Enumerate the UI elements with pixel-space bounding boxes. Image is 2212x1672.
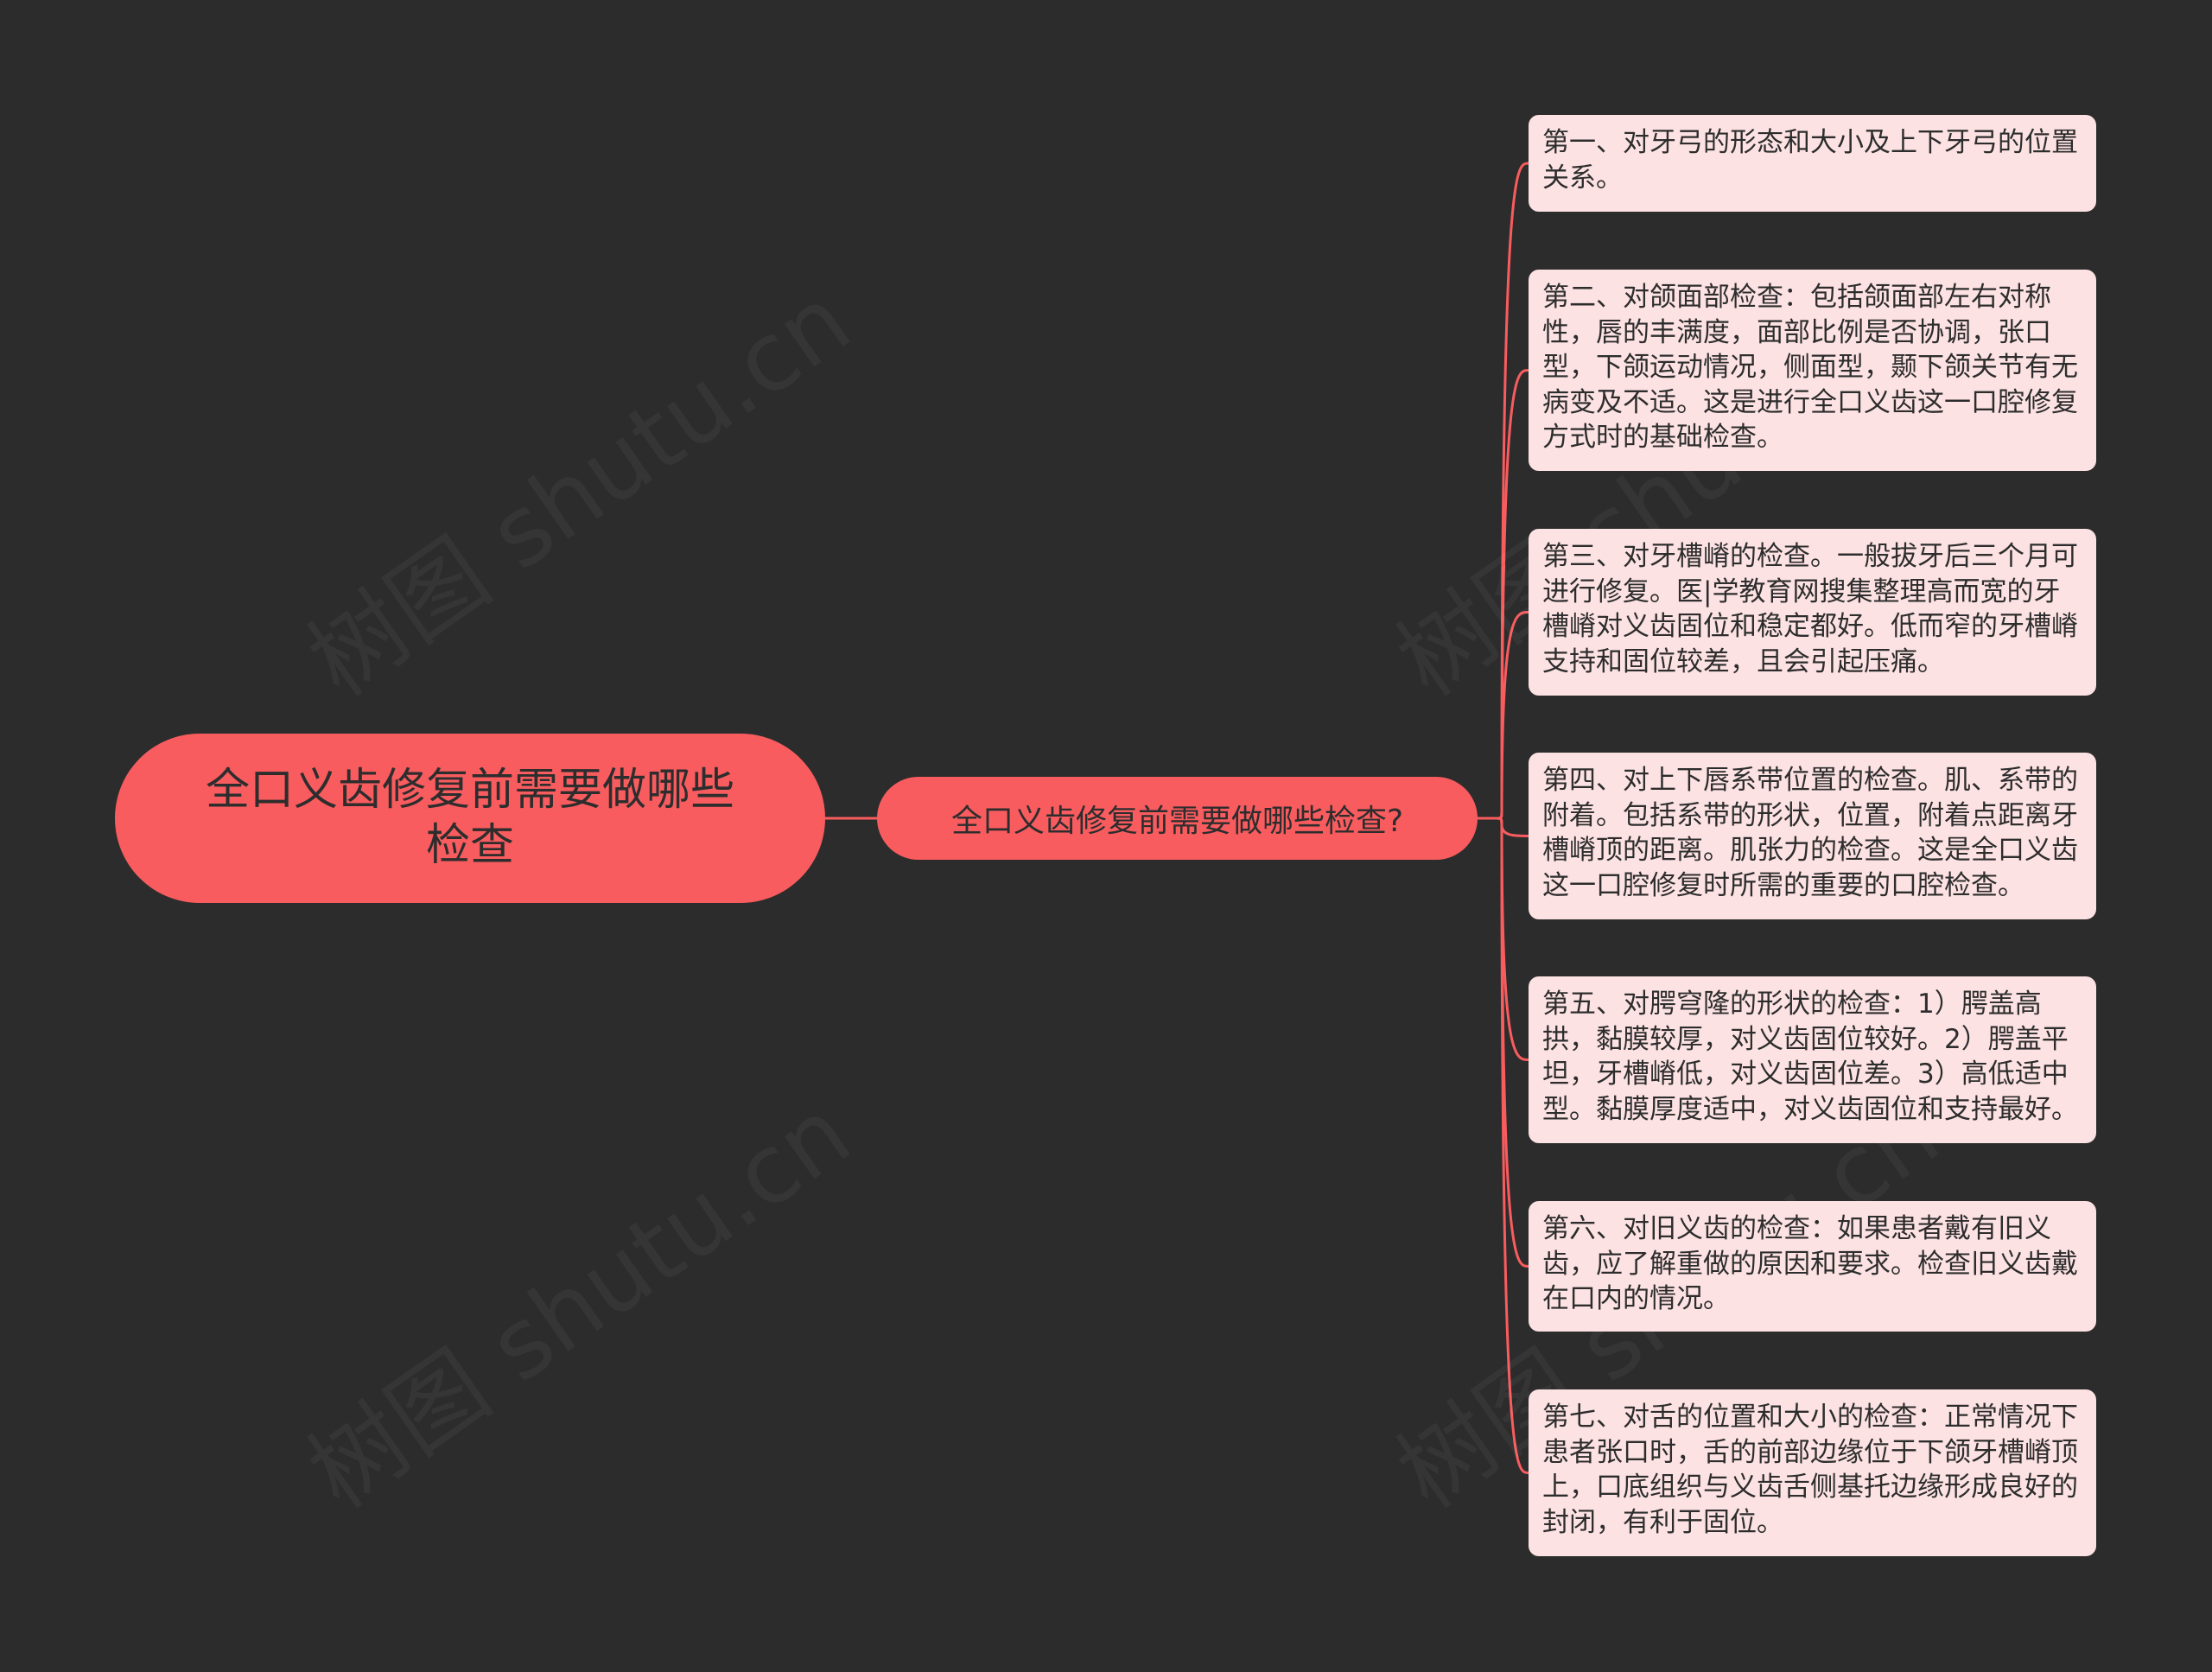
leaf-node[interactable]: 第六、对旧义齿的检查：如果患者戴有旧义齿，应了解重做的原因和要求。检查旧义齿戴在… [1529,1201,2096,1332]
leaf-node-text: 第六、对旧义齿的检查：如果患者戴有旧义齿，应了解重做的原因和要求。检查旧义齿戴在… [1542,1213,2078,1314]
branch-node-label: 全口义齿修复前需要做哪些检查? [950,804,1404,839]
leaf-node[interactable]: 第二、对颌面部检查：包括颌面部左右对称性，唇的丰满度，面部比例是否协调，张口型，… [1529,270,2096,471]
leaf-node-text: 第三、对牙槽嵴的检查。一般拔牙后三个月可进行修复。医|学教育网搜集整理高而宽的牙… [1542,541,2078,677]
root-node[interactable]: 全口义齿修复前需要做哪些检查 [115,734,825,903]
leaf-node[interactable]: 第三、对牙槽嵴的检查。一般拔牙后三个月可进行修复。医|学教育网搜集整理高而宽的牙… [1529,529,2096,696]
leaf-node-text: 第四、对上下唇系带位置的检查。肌、系带的附着。包括系带的形状，位置，附着点距离牙… [1542,765,2078,901]
leaf-node[interactable]: 第一、对牙弓的形态和大小及上下牙弓的位置关系。 [1529,115,2096,212]
leaf-node[interactable]: 第四、对上下唇系带位置的检查。肌、系带的附着。包括系带的形状，位置，附着点距离牙… [1529,753,2096,919]
leaf-node-text: 第七、对舌的位置和大小的检查：正常情况下患者张口时，舌的前部边缘位于下颌牙槽嵴顶… [1542,1402,2078,1538]
leaf-node[interactable]: 第五、对腭穹隆的形状的检查：1）腭盖高拱，黏膜较厚，对义齿固位较好。2）腭盖平坦… [1529,976,2096,1143]
root-node-label: 全口义齿修复前需要做哪些检查 [205,765,734,871]
leaf-node-text: 第五、对腭穹隆的形状的检查：1）腭盖高拱，黏膜较厚，对义齿固位较好。2）腭盖平坦… [1542,989,2078,1125]
leaf-node[interactable]: 第七、对舌的位置和大小的检查：正常情况下患者张口时，舌的前部边缘位于下颌牙槽嵴顶… [1529,1389,2096,1556]
leaf-node-text: 第二、对颌面部检查：包括颌面部左右对称性，唇的丰满度，面部比例是否协调，张口型，… [1542,282,2078,453]
branch-to-leaf-connector [1476,817,1530,1474]
branch-node[interactable]: 全口义齿修复前需要做哪些检查? [877,777,1478,860]
leaf-node-text: 第一、对牙弓的形态和大小及上下牙弓的位置关系。 [1542,127,2078,194]
